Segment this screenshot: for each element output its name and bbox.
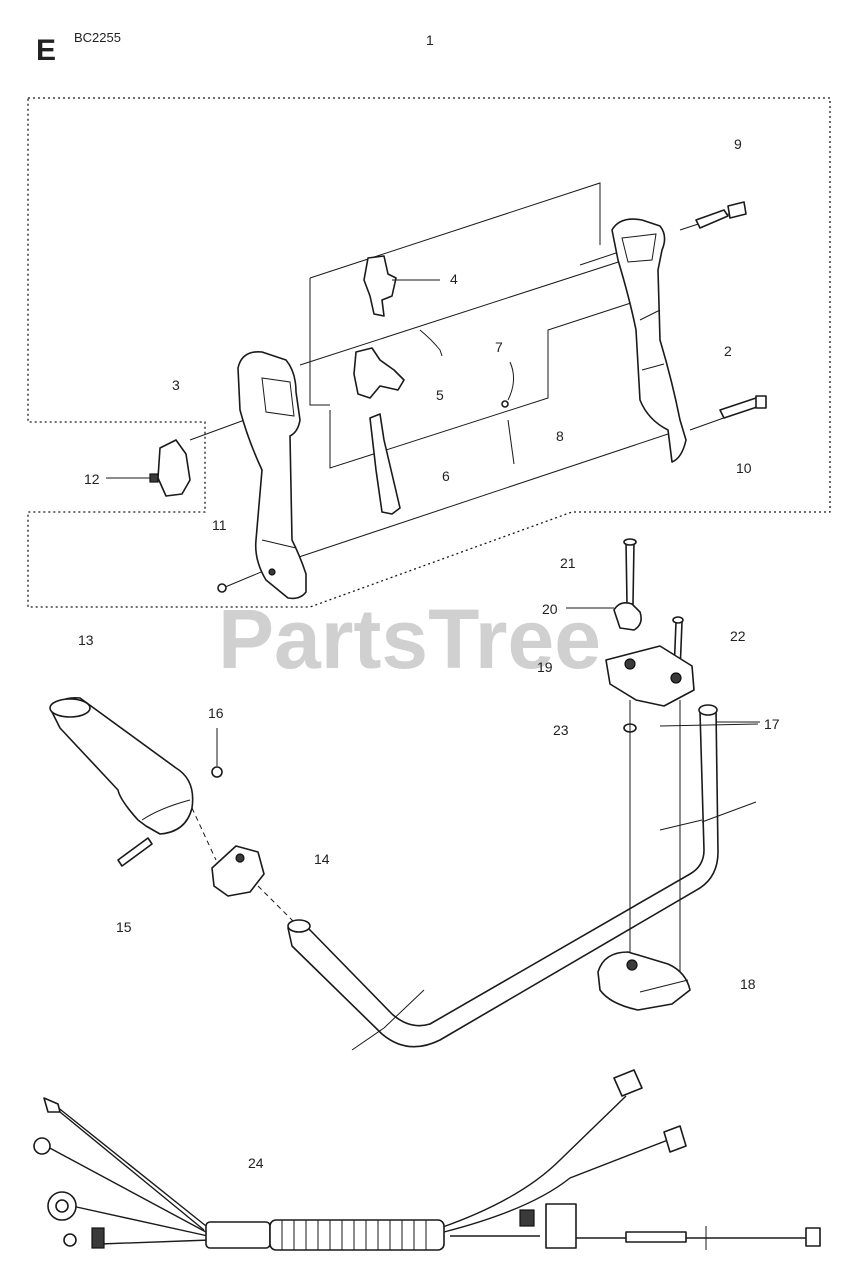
stop-switch xyxy=(157,439,191,497)
callout-3: 3 xyxy=(172,377,180,393)
callout-1: 1 xyxy=(426,32,434,48)
callout-11: 11 xyxy=(212,517,227,533)
loop-handle xyxy=(49,696,295,923)
callout-7: 7 xyxy=(495,339,503,355)
handle-assembly xyxy=(106,182,767,600)
callout-23: 23 xyxy=(553,722,569,738)
callout-5: 5 xyxy=(436,387,444,403)
spring xyxy=(507,361,514,401)
barrier-bar xyxy=(287,704,760,1051)
handle-half-left xyxy=(237,351,307,600)
callout-22: 22 xyxy=(730,628,746,644)
bolt-21 xyxy=(625,541,635,605)
callout-19: 19 xyxy=(537,659,553,675)
clamp-18 xyxy=(597,951,691,1011)
assembly-boundary xyxy=(27,97,831,608)
watermark: PartsTree xyxy=(218,592,601,686)
throttle-trigger xyxy=(363,255,397,317)
model-code: BC2255 xyxy=(74,30,121,45)
callout-17: 17 xyxy=(764,716,780,732)
bracket-set xyxy=(566,538,695,1011)
barrier-bar-17 xyxy=(287,709,719,1048)
section-letter: E xyxy=(36,34,56,67)
callout-9: 9 xyxy=(734,136,742,152)
callout-21: 21 xyxy=(560,555,576,571)
harness-conduit xyxy=(269,1219,445,1251)
callout-labels: 1 2 3 4 5 6 7 8 9 10 11 12 13 14 15 16 1… xyxy=(78,32,780,1171)
lever-6 xyxy=(369,413,401,515)
callout-13: 13 xyxy=(78,632,94,648)
knob-20 xyxy=(613,602,642,631)
callout-14: 14 xyxy=(314,851,330,867)
callout-12: 12 xyxy=(84,471,100,487)
wiring-harness xyxy=(33,1069,821,1251)
callout-18: 18 xyxy=(740,976,756,992)
callout-4: 4 xyxy=(450,271,458,287)
callout-10: 10 xyxy=(736,460,752,476)
screw-10 xyxy=(719,397,761,419)
callout-15: 15 xyxy=(116,919,132,935)
callout-20: 20 xyxy=(542,601,558,617)
callout-6: 6 xyxy=(442,468,450,484)
screw-9 xyxy=(695,209,729,229)
callout-24: 24 xyxy=(248,1155,264,1171)
nut-16 xyxy=(211,766,223,778)
lockout-lever xyxy=(353,347,405,399)
callout-8: 8 xyxy=(556,428,564,444)
clamp-14 xyxy=(211,845,265,897)
handle-half-right xyxy=(611,218,687,463)
grip-13 xyxy=(51,696,194,835)
bolt-15 xyxy=(117,837,153,867)
callout-16: 16 xyxy=(208,705,224,721)
callout-2: 2 xyxy=(724,343,732,359)
